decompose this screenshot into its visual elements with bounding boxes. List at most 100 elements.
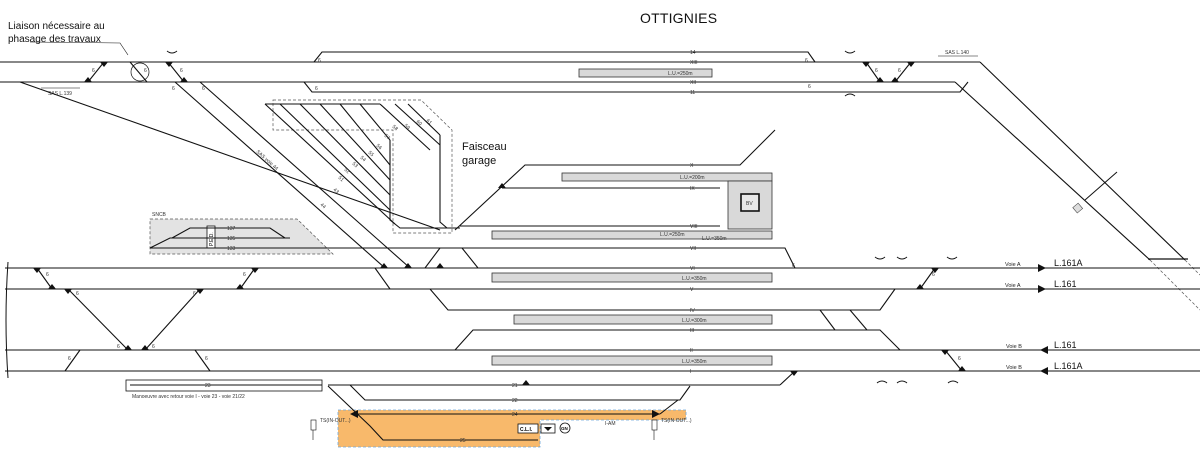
platform-top-label: L.U.=250m bbox=[668, 71, 693, 77]
svg-text:6: 6 bbox=[152, 344, 155, 350]
svg-text:6: 6 bbox=[76, 291, 79, 297]
switch-markers bbox=[33, 62, 966, 418]
svg-text:6: 6 bbox=[180, 68, 183, 74]
voie-b2-label: Voie B bbox=[1006, 365, 1022, 371]
arrow-right-icon bbox=[1038, 264, 1046, 272]
svg-text:6: 6 bbox=[172, 86, 175, 92]
liaison-note-line1: Liaison nécessaire au bbox=[8, 21, 105, 32]
svg-text:6: 6 bbox=[202, 86, 205, 92]
track-label-IV: IV bbox=[690, 308, 695, 314]
bundle-track-44: 44 bbox=[319, 202, 327, 210]
track-label-I: I bbox=[690, 369, 691, 375]
svg-text:6: 6 bbox=[68, 356, 71, 362]
faisceau-garage-label: Faisceau garage bbox=[462, 140, 507, 168]
svg-text:6: 6 bbox=[318, 58, 321, 64]
iam-label: I-AM bbox=[605, 421, 616, 427]
sas-right-label: SAS L.140 bbox=[945, 50, 969, 56]
track-label-11: 11 bbox=[690, 90, 695, 96]
svg-text:6: 6 bbox=[117, 344, 120, 350]
svg-text:6: 6 bbox=[875, 68, 878, 74]
line-b1-label: L.161 bbox=[1054, 340, 1077, 350]
line-b2-label: L.161A bbox=[1054, 361, 1083, 371]
track-label-21: 21 bbox=[512, 383, 518, 389]
faisceau-bundle bbox=[19, 81, 460, 269]
track-label-135: 135 bbox=[227, 236, 236, 242]
svg-text:6: 6 bbox=[205, 356, 208, 362]
angle-labels: 6 6 6 6 6 6 6 6 6 6 6 6 6 6 6 6 6 6 6 6 … bbox=[46, 58, 961, 362]
voie-a1-label: Voie A bbox=[1005, 262, 1021, 268]
svg-text:6: 6 bbox=[792, 263, 795, 269]
ts-right-signal-icon bbox=[651, 419, 658, 431]
work-zone bbox=[337, 409, 687, 448]
ped-label: P.E.D. bbox=[209, 232, 215, 246]
arrow-left-icon bbox=[1040, 346, 1048, 354]
gn-label: GN bbox=[561, 426, 568, 431]
track-label-14: 14 bbox=[690, 50, 696, 56]
track-label-24: 24 bbox=[512, 412, 518, 418]
ts-left-label: TS(IN-OUT...) bbox=[320, 418, 351, 424]
faisceau-line1: Faisceau bbox=[462, 141, 507, 153]
track-label-IX: IX bbox=[690, 186, 695, 192]
sncb-tracks bbox=[149, 227, 290, 249]
arrow-left-icon bbox=[1040, 367, 1048, 375]
platform-i bbox=[491, 355, 773, 366]
track-label-XIII: XIII bbox=[690, 60, 698, 66]
track-label-XII: XII bbox=[690, 80, 696, 86]
catenary-marks bbox=[166, 50, 959, 384]
faisceau-line2: garage bbox=[462, 155, 497, 167]
tracks-middle bbox=[150, 129, 796, 269]
station-title: OTTIGNIES bbox=[640, 10, 718, 26]
track-label-VI: VI bbox=[690, 266, 695, 272]
platform-top bbox=[578, 68, 713, 78]
platform-viii bbox=[491, 230, 773, 240]
arrow-right-icon bbox=[1038, 285, 1046, 293]
bundle-track-54: 54 bbox=[359, 155, 367, 163]
platform-iii-label: L.U.=300m bbox=[682, 318, 707, 324]
tracks-bottom bbox=[125, 370, 796, 441]
line-a1-label: L.161A bbox=[1054, 258, 1083, 268]
svg-text:6: 6 bbox=[92, 68, 95, 74]
crossovers-top bbox=[87, 61, 912, 83]
track-label-25: 25 bbox=[460, 438, 466, 444]
track-label-II: II bbox=[690, 348, 693, 354]
svg-text:6: 6 bbox=[46, 272, 49, 278]
track-label-137: 137 bbox=[227, 226, 236, 232]
track-label-III: III bbox=[690, 328, 694, 334]
svg-text:6: 6 bbox=[144, 68, 147, 74]
platform-viii-b-label: L.U.=350m bbox=[702, 236, 727, 242]
platform-x-label: L.U.=200m bbox=[680, 175, 705, 181]
track-label-22: 22 bbox=[512, 398, 518, 404]
bundle-track-55: 55 bbox=[367, 150, 375, 158]
bv-label: BV bbox=[746, 201, 753, 207]
platform-i-label: L.U.=350m bbox=[682, 359, 707, 365]
bundle-track-43: 43 bbox=[332, 187, 340, 195]
track-label-133: 133 bbox=[227, 246, 236, 252]
platform-viii-a-label: L.U.=250m bbox=[660, 232, 685, 238]
platform-vi-label: L.U.=350m bbox=[682, 276, 707, 282]
equipment-box bbox=[1072, 202, 1084, 214]
bundle-track-56: 56 bbox=[375, 143, 383, 151]
tracks-main bbox=[5, 261, 1200, 379]
voie-a2-label: Voie A bbox=[1005, 283, 1021, 289]
bundle-track-52: 52 bbox=[343, 167, 351, 175]
svg-text:6: 6 bbox=[805, 58, 808, 64]
svg-text:6: 6 bbox=[898, 68, 901, 74]
liaison-note-line2: phasage des travaux bbox=[8, 34, 101, 45]
bundle-track-58: 58 bbox=[391, 124, 399, 132]
bundle-track-51: 51 bbox=[337, 175, 345, 183]
bundle-track-61: 61 bbox=[425, 118, 433, 126]
platform-iii bbox=[513, 314, 773, 325]
sas-left-label: SAS L.139 bbox=[48, 91, 72, 97]
bundle-track-59: 59 bbox=[403, 123, 411, 131]
liaison-arrow bbox=[29, 41, 129, 56]
svg-text:6: 6 bbox=[193, 291, 196, 297]
bundle-track-60: 60 bbox=[415, 119, 423, 127]
track-label-VII: VII bbox=[690, 246, 696, 252]
gn-icon bbox=[559, 422, 571, 434]
tracks-top bbox=[0, 51, 1200, 311]
svg-text:6: 6 bbox=[808, 84, 811, 90]
svg-text:6: 6 bbox=[243, 272, 246, 278]
svg-text:6: 6 bbox=[315, 86, 318, 92]
manoeuvre-note: Manoeuvre avec retour voie I - voie 23 -… bbox=[132, 394, 245, 400]
